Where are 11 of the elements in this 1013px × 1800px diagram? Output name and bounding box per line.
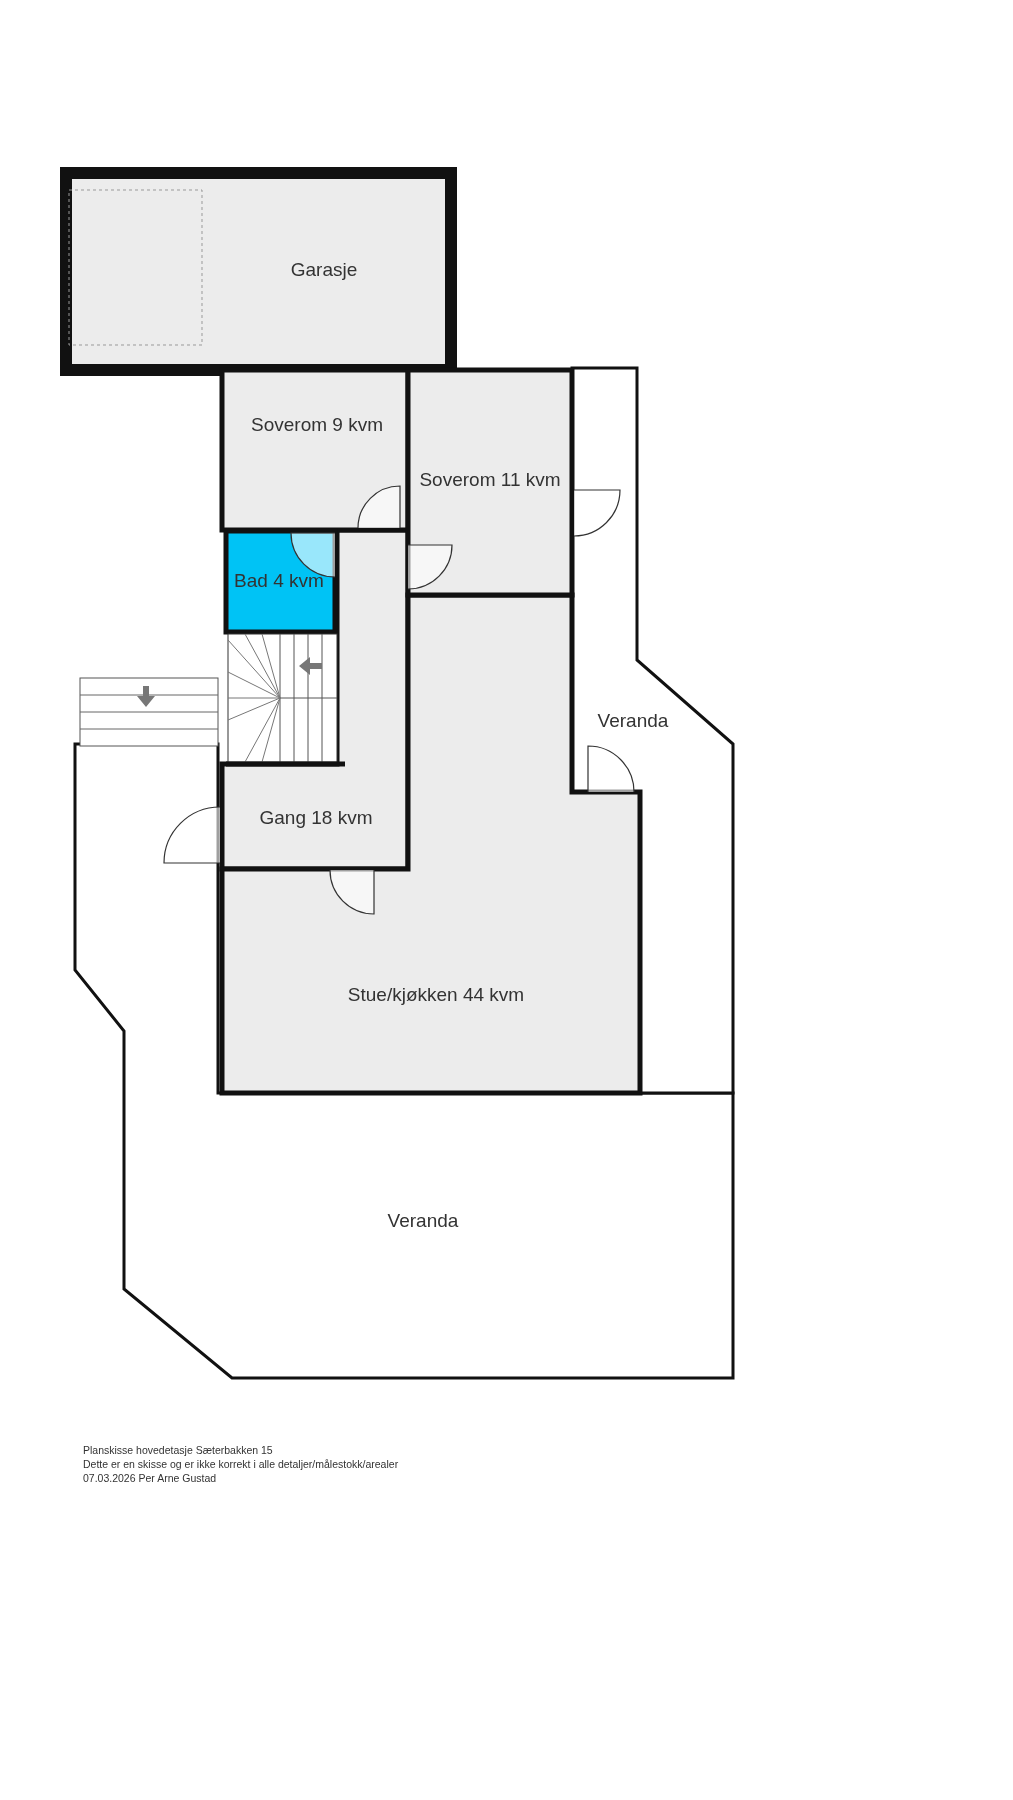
room-label: Garasje: [290, 259, 358, 281]
room-label: Veranda: [387, 1210, 459, 1232]
room-label: Gang 18 kvm: [259, 807, 373, 829]
note-text: Planskisse hovedetasje Sæterbakken 15: [83, 1444, 273, 1456]
room-label: Stue/kjøkken 44 kvm: [347, 984, 525, 1006]
room-label: Soverom 9 kvm: [251, 414, 383, 436]
room-label: Veranda: [597, 710, 669, 732]
room-label: Soverom 11 kvm: [419, 469, 561, 491]
note-text: Dette er en skisse og er ikke korrekt i alle detaljer/målestokk/arealer: [83, 1458, 399, 1470]
note-text: 07.03.2026 Per Arne Gustad: [83, 1472, 217, 1484]
room-label: Bad 4 kvm: [234, 570, 324, 592]
